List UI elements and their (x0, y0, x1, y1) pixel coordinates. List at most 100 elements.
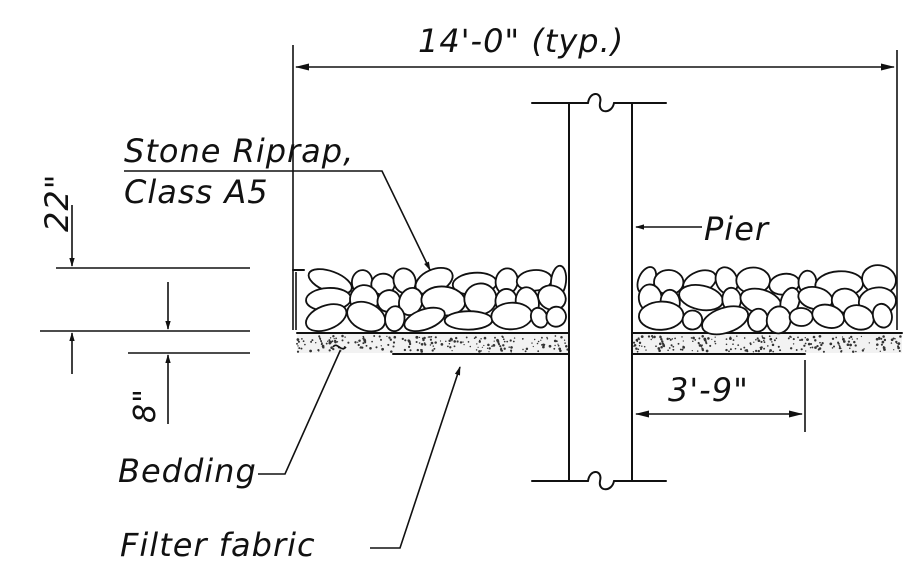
bedding-stipple (408, 340, 411, 344)
bedding-stipple (736, 335, 738, 337)
bedding-stipple (846, 343, 850, 347)
bedding-stipple (707, 337, 710, 340)
bedding-stipple (659, 335, 662, 339)
bedding-stipple (327, 340, 329, 342)
bedding-stipple (453, 340, 456, 343)
bedding-stipple (897, 346, 900, 350)
bedding-stipple (890, 342, 893, 344)
bedding-stipple (714, 342, 717, 345)
bedding-stipple (658, 349, 661, 353)
bedding-stipple (757, 339, 761, 343)
bedding-stipple (743, 337, 746, 339)
bedding-stipple (296, 338, 300, 341)
bedding-stipple (553, 339, 557, 343)
bedding-stipple (767, 345, 769, 347)
bedding-stipple (483, 344, 485, 347)
bedding-stipple (557, 344, 560, 347)
bedding-stipple (310, 340, 313, 343)
bedding-stipple (564, 342, 566, 344)
bedding-stipple (669, 338, 672, 341)
bedding-stipple (657, 347, 661, 350)
bedding-stipple (296, 350, 300, 353)
bedding-stipple (448, 339, 451, 342)
bedding-stipple (829, 342, 833, 346)
bedding-stipple (761, 335, 763, 337)
bedding-stipple (509, 339, 512, 342)
bedding-stipple (488, 347, 491, 350)
bedding-stipple (449, 337, 453, 341)
bedding-stipple (701, 335, 704, 338)
bedding-stipple (792, 338, 795, 341)
bedding-stipple (416, 348, 419, 352)
bedding-stipple (779, 349, 782, 352)
bedding-stipple (743, 346, 746, 349)
bedding-stipple (729, 337, 732, 340)
bedding-stipple (636, 340, 639, 343)
bedding-stipple (810, 342, 813, 346)
riprap-stone (443, 310, 494, 331)
riprap-stone (346, 300, 387, 333)
bedding-stipple (407, 345, 411, 349)
bedding-stipple (451, 339, 453, 342)
bedding-stipple (671, 338, 674, 340)
bedding-stipple (881, 340, 885, 344)
bedding-stipple (792, 343, 795, 345)
bedding-stipple (650, 338, 652, 341)
bedding-stipple (512, 340, 515, 343)
bedding-stipple (328, 340, 331, 342)
bedding-stipple (554, 344, 556, 347)
bedding-stipple (849, 347, 851, 350)
bedding-stipple (476, 343, 478, 345)
bedding-stipple (321, 343, 323, 345)
bedding-stipple (500, 349, 503, 352)
bedding-stipple (666, 337, 669, 341)
bedding-stipple (753, 341, 755, 343)
filter-fabric-label: Filter fabric (120, 526, 316, 564)
bedding-stipple (465, 336, 468, 339)
bedding-stipple (799, 339, 802, 342)
bedding-leader-tick (332, 344, 347, 350)
bedding-stipple (493, 340, 495, 342)
bedding-stipple (480, 337, 482, 340)
bedding-stipple (418, 342, 421, 344)
bedding-stipple (732, 343, 734, 346)
bedding-stipple (892, 337, 895, 340)
bedding-stipple (832, 345, 836, 348)
bedding-stipple (553, 347, 556, 350)
bedding-stipple (540, 336, 543, 339)
bedding-stipple (373, 335, 376, 337)
bedding-stipple (658, 342, 662, 346)
bedding-stipple (456, 340, 459, 343)
bedding-stipple (645, 349, 647, 351)
bedding-stipple (424, 343, 427, 346)
bedding-label: Bedding (118, 452, 257, 490)
bedding-stipple (309, 349, 312, 353)
bedding-stipple (662, 345, 666, 348)
bedding-stipple (848, 337, 851, 339)
bedding-stipple (446, 345, 449, 348)
bedding-stipple (475, 349, 478, 351)
bedding-stipple (488, 351, 490, 353)
bedding-stipple (876, 348, 878, 350)
riprap-stone (871, 302, 893, 329)
bedding-stipple (655, 345, 657, 348)
bedding-stipple (362, 337, 364, 340)
bedding-stipple (510, 351, 512, 353)
filter-fabric-leader (370, 366, 461, 549)
bedding-stipple (521, 338, 524, 340)
bedding-stipple (633, 341, 636, 344)
bedding-stipple (336, 341, 339, 343)
bedding-stipple (697, 341, 700, 344)
bedding-stipple (714, 340, 716, 343)
bedding-stipple (677, 342, 680, 345)
thickness-dimensions (40, 205, 250, 424)
riprap-stone (398, 286, 424, 317)
bedding-stipple (668, 347, 671, 349)
bedding-stipple (463, 343, 465, 346)
riprap-leader (124, 170, 431, 271)
bedding-stipple (850, 335, 853, 339)
bedding-stipple (842, 340, 846, 343)
bedding-stipple (653, 335, 656, 339)
bedding-stipple (365, 344, 368, 347)
bedding-stipple (698, 337, 701, 340)
